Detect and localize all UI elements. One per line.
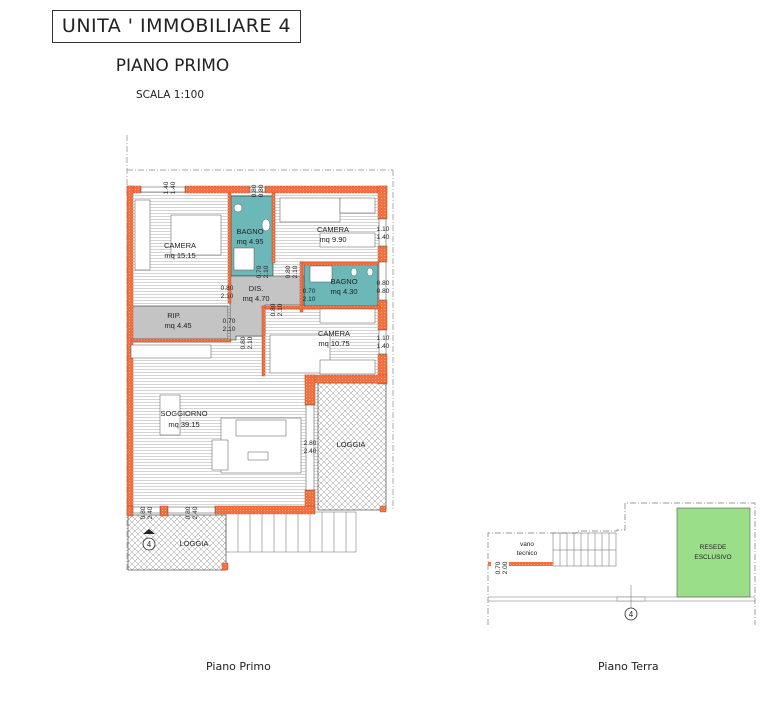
resede-label-2: ESCLUSIVO	[694, 554, 731, 561]
room-area: mq 10.75	[318, 339, 349, 348]
room-area: mq 4.30	[330, 287, 357, 296]
stairs	[552, 532, 617, 567]
opening-dimensions: 1.10 1.40 0.80 0.80 1.10 1.40 0.80 2.10 …	[140, 181, 390, 519]
caption-piano-primo: Piano Primo	[206, 660, 271, 673]
room-area: mq 39.15	[168, 420, 199, 429]
opening-height: 1.40	[170, 181, 177, 194]
room-area: mq 9.90	[319, 235, 346, 244]
room-name: DIS.	[249, 284, 264, 293]
room-area: mq 4.45	[164, 321, 191, 330]
plan-terra: vano tecnico RESEDE ESCLUSIVO 0.70 2.00 …	[487, 502, 756, 625]
room-name: CAMERA	[317, 225, 349, 234]
opening-height: 2.40	[192, 506, 199, 519]
room-name: BAGNO	[236, 227, 263, 236]
room-area: mq 4.95	[236, 237, 263, 246]
opening-width: 0.70	[256, 265, 263, 278]
opening-height: 2.40	[304, 448, 317, 455]
opening-height: 1.40	[377, 234, 390, 241]
opening-width: 0.80	[285, 265, 292, 278]
opening-width: 1.10	[377, 335, 390, 342]
wall	[488, 562, 491, 566]
opening-width: 0.80	[270, 303, 277, 316]
storage-room	[130, 305, 229, 340]
opening-width: 0.80	[377, 280, 390, 287]
room-name: SOGGIORNO	[160, 409, 207, 418]
room-name: LOGGIA	[180, 539, 209, 548]
room-labels: CAMERA mq 15.15 BAGNO mq 4.95 CAMERA mq …	[160, 225, 365, 548]
opening-height: 2.10	[292, 265, 299, 278]
entrance-arrow-icon	[143, 529, 155, 534]
room-name: CAMERA	[164, 241, 196, 250]
external-stairs	[225, 511, 357, 553]
opening-height: 2.10	[263, 265, 270, 278]
unit-marker-circle	[142, 537, 156, 551]
room-area: mq 4.70	[242, 294, 269, 303]
loggia-bottom	[127, 514, 227, 571]
opening-width: 0.80	[221, 285, 234, 292]
opening-width: 0.80	[251, 184, 258, 197]
opening-height: 2.40	[147, 506, 154, 519]
unit-title: UNITA ' IMMOBILIARE 4	[52, 10, 301, 43]
opening-width: 0.70	[303, 288, 316, 295]
opening-height: 1.40	[377, 343, 390, 350]
vano-label-1: vano	[520, 541, 534, 548]
opening-height: 2.10	[277, 303, 284, 316]
opening-height: 2.10	[247, 336, 254, 349]
opening-height: 2.00	[502, 561, 509, 574]
opening-width: 0.80	[140, 506, 147, 519]
opening-height: 0.80	[258, 184, 265, 197]
caption-piano-terra: Piano Terra	[598, 660, 659, 673]
opening-width: 0.80	[185, 506, 192, 519]
windows	[132, 186, 387, 514]
room-name: RIP.	[167, 311, 181, 320]
unit-marker-number: 4	[147, 540, 152, 549]
opening-width: 0.70	[223, 318, 236, 325]
resede-label-1: RESEDE	[700, 544, 727, 551]
room-area: mq 15.15	[164, 251, 195, 260]
opening-width: 1.40	[163, 181, 170, 194]
unit-marker-number: 4	[629, 610, 634, 619]
room-name: BAGNO	[330, 277, 357, 286]
opening-height: 0.80	[377, 288, 390, 295]
room-name: CAMERA	[318, 329, 350, 338]
unit-marker-circle	[624, 607, 638, 621]
scale-label: SCALA 1:100	[135, 89, 205, 101]
opening-width: 0.70	[495, 561, 502, 574]
opening-height: 2.10	[221, 293, 234, 300]
furniture	[130, 197, 376, 474]
vano-label-2: tecnico	[517, 550, 538, 557]
walls	[126, 185, 388, 571]
opening-width: 0.80	[240, 336, 247, 349]
plan-primo: 4 CAMERA mq 15.15 BAGNO mq 4.95 CAMERA m…	[126, 135, 394, 571]
opening-width: 1.10	[377, 226, 390, 233]
wall	[509, 562, 553, 566]
room-name: LOGGIA	[337, 440, 366, 449]
resede-esclusivo	[676, 507, 751, 598]
opening-height: 2.10	[223, 326, 236, 333]
opening-height: 2.10	[303, 296, 316, 303]
floor-title: PIANO PRIMO	[115, 56, 230, 76]
opening-width: 2.80	[304, 440, 317, 447]
